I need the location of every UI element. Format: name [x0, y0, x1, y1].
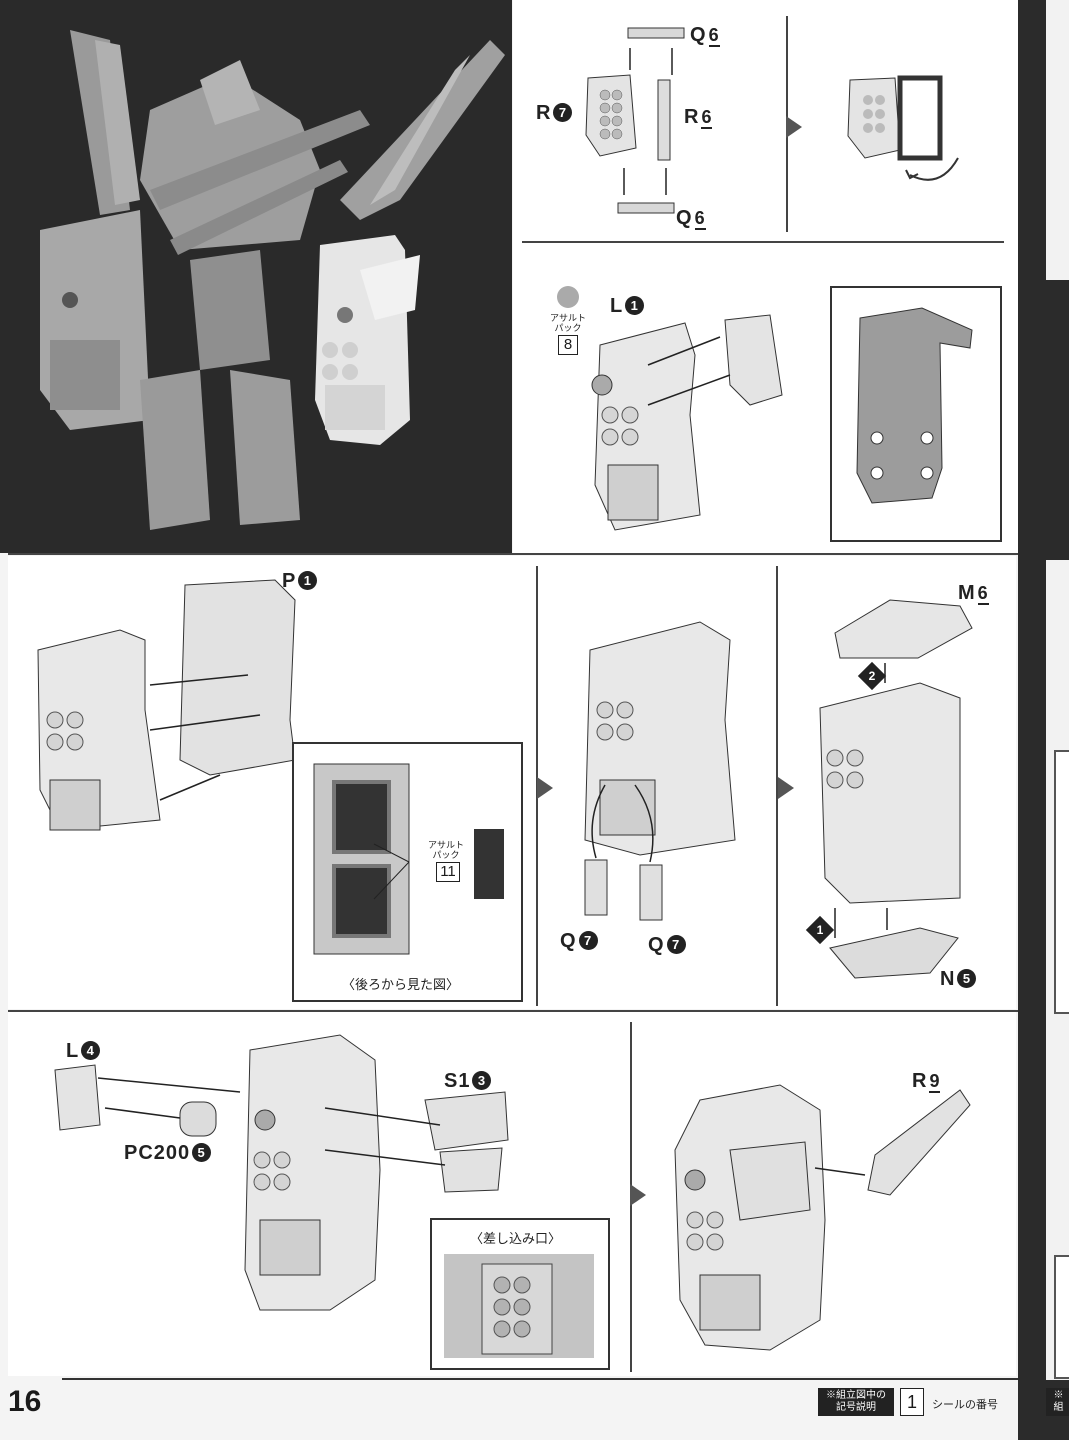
step1-result-drawing — [847, 75, 959, 181]
step-arrow-4 — [630, 1184, 646, 1206]
footer-rule — [62, 1378, 1018, 1380]
step-arrow-2 — [537, 777, 553, 799]
step3-drawing — [37, 579, 296, 831]
step-1-result — [840, 70, 1000, 200]
rear-view-drawing — [313, 763, 504, 955]
inset-rear-view-l1 — [830, 286, 1002, 542]
legend-line-1: ※組立図中の — [826, 1390, 886, 1401]
model-photo-panel — [0, 0, 512, 553]
page-number: 16 — [8, 1385, 42, 1418]
order-marker-2: 2 — [857, 661, 887, 691]
sticker-number-legend-text: シールの番号 — [932, 1399, 998, 1411]
divider-middle-top — [8, 553, 1018, 555]
inset-l1-drawing — [856, 307, 973, 504]
divider-middle-bottom — [8, 1010, 1018, 1012]
sticker-number-8: 8 — [558, 335, 578, 355]
next-page-strip — [1046, 0, 1069, 280]
insert-slot-drawing — [444, 1254, 594, 1358]
step6-drawing — [54, 1034, 509, 1311]
step7-drawing — [674, 1084, 971, 1351]
model-photo — [40, 30, 505, 530]
step5-drawing — [819, 599, 973, 979]
step2-drawing — [557, 286, 783, 531]
next-page-legend-stub: ※組 — [1046, 1388, 1069, 1416]
next-page-inset-edge-2 — [1054, 1255, 1069, 1379]
sticker-label-11: アサルト パック — [427, 840, 464, 860]
legend-box: ※組立図中の 記号説明 — [818, 1388, 894, 1416]
rear-view-caption: 〈後ろから見た図〉 — [342, 977, 460, 992]
sticker-label-8: アサルト パック — [549, 313, 586, 333]
step-arrow-1 — [786, 116, 802, 138]
step1-drawing — [585, 27, 685, 214]
inset-rear-view: アサルト パック 11 〈後ろから見た図〉 — [292, 742, 523, 1002]
inset-insert-slot: 〈差し込み口〉 — [430, 1218, 610, 1370]
sticker-number-legend: 1 — [900, 1388, 924, 1416]
next-page-inset-edge — [1054, 750, 1069, 1014]
step4-drawing — [584, 621, 736, 921]
order-marker-1: 1 — [805, 915, 835, 945]
step-arrow-3 — [778, 777, 794, 799]
divider-step2 — [522, 241, 1004, 243]
legend-line-2: 記号説明 — [836, 1402, 876, 1413]
insert-slot-caption: 〈差し込み口〉 — [470, 1231, 562, 1246]
divider-middle-2 — [776, 566, 778, 1006]
sticker-number-11: 11 — [436, 862, 460, 882]
